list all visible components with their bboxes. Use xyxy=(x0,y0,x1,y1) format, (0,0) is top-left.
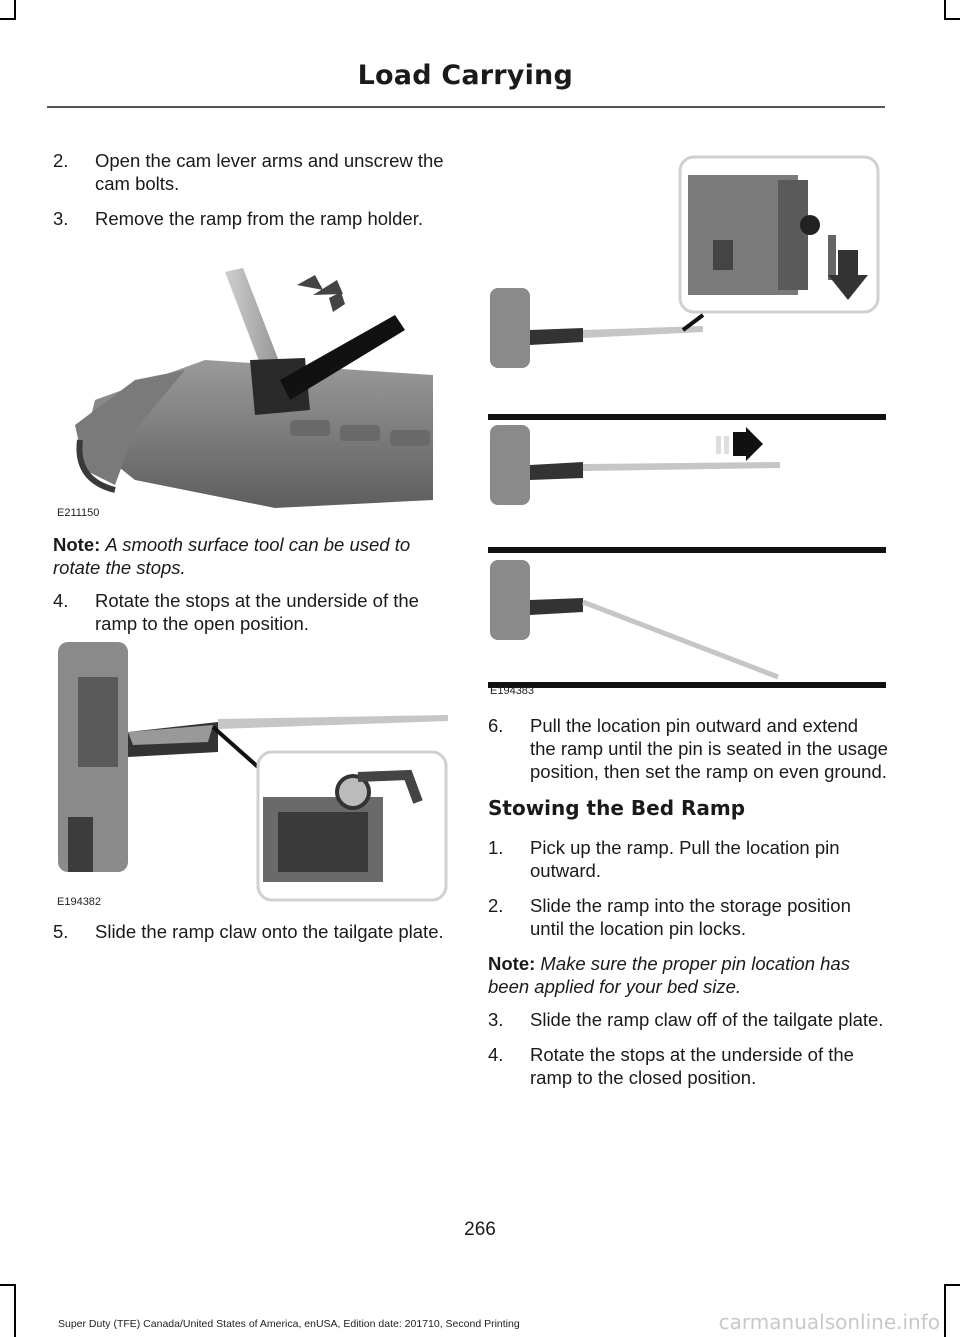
crop-mark xyxy=(0,18,16,20)
figure-ramp-stops xyxy=(58,637,448,902)
figure-location-pin xyxy=(488,150,886,690)
step-text: Pick up the ramp. Pull the location pin … xyxy=(530,837,840,881)
note-label: Note: xyxy=(53,534,101,555)
crop-mark xyxy=(14,0,16,20)
stow-step-2: 2. Slide the ramp into the storage posit… xyxy=(488,894,888,940)
page-title: Load Carrying xyxy=(357,60,573,91)
step-number: 2. xyxy=(488,895,504,916)
step-number: 2. xyxy=(53,150,69,171)
step-number: 5. xyxy=(53,921,69,942)
step-4: 4. Rotate the stops at the underside of … xyxy=(53,589,448,635)
note-text: A smooth surface tool can be used to rot… xyxy=(53,534,411,578)
cam-lever-illustration xyxy=(75,268,433,508)
crop-mark xyxy=(944,0,946,20)
step-6: 6. Pull the location pin outward and ext… xyxy=(488,714,888,783)
stow-step-3: 3. Slide the ramp claw off of the tailga… xyxy=(488,1008,888,1031)
section-heading: Stowing the Bed Ramp xyxy=(488,796,746,820)
step-text: Rotate the stops at the underside of the… xyxy=(95,590,419,634)
step-5: 5. Slide the ramp claw onto the tailgate… xyxy=(53,920,448,943)
step-text: Open the cam lever arms and unscrew the … xyxy=(95,150,444,194)
stow-step-4: 4. Rotate the stops at the underside of … xyxy=(488,1043,888,1089)
figure-code: E194383 xyxy=(490,685,535,697)
left-note-and-step4: Note: A smooth surface tool can be used … xyxy=(53,533,448,647)
figure-cam-lever xyxy=(75,250,433,510)
step-text: Rotate the stops at the underside of the… xyxy=(530,1044,854,1088)
crop-mark xyxy=(944,18,960,20)
figure-code: E211150 xyxy=(57,507,100,519)
step-text: Slide the ramp claw onto the tailgate pl… xyxy=(95,921,444,942)
step-number: 3. xyxy=(488,1009,504,1030)
step-number: 3. xyxy=(53,208,69,229)
right-text: 6. Pull the location pin outward and ext… xyxy=(488,714,888,1101)
step-text: Slide the ramp claw off of the tailgate … xyxy=(530,1009,884,1030)
note-text: Make sure the proper pin location has be… xyxy=(488,953,850,997)
note: Note: A smooth surface tool can be used … xyxy=(53,533,448,579)
crop-mark xyxy=(944,1284,960,1286)
page-number: 266 xyxy=(464,1219,496,1240)
step-text: Remove the ramp from the ramp holder. xyxy=(95,208,424,229)
step-number: 6. xyxy=(488,715,504,736)
crop-mark xyxy=(944,1284,946,1337)
step-2: 2. Open the cam lever arms and unscrew t… xyxy=(53,149,448,195)
step-number: 4. xyxy=(488,1044,504,1065)
crop-mark xyxy=(0,1284,16,1286)
header-rule xyxy=(47,106,885,108)
location-pin-illustration xyxy=(488,155,886,688)
note-label: Note: xyxy=(488,953,536,974)
ramp-stops-illustration xyxy=(58,642,448,902)
note: Note: Make sure the proper pin location … xyxy=(488,952,888,998)
stow-step-1: 1. Pick up the ramp. Pull the location p… xyxy=(488,836,888,882)
step-number: 4. xyxy=(53,590,69,611)
step-number: 1. xyxy=(488,837,504,858)
watermark: carmanualsonline.info xyxy=(718,1310,940,1334)
footer: Super Duty (TFE) Canada/United States of… xyxy=(58,1318,520,1330)
figure-code: E194382 xyxy=(57,896,102,908)
step-text: Pull the location pin outward and extend… xyxy=(530,715,888,782)
step-text: Slide the ramp into the storage position… xyxy=(530,895,851,939)
left-step5: 5. Slide the ramp claw onto the tailgate… xyxy=(53,920,448,955)
left-steps-a: 2. Open the cam lever arms and unscrew t… xyxy=(53,149,448,242)
step-3: 3. Remove the ramp from the ramp holder. xyxy=(53,207,448,230)
crop-mark xyxy=(14,1284,16,1337)
